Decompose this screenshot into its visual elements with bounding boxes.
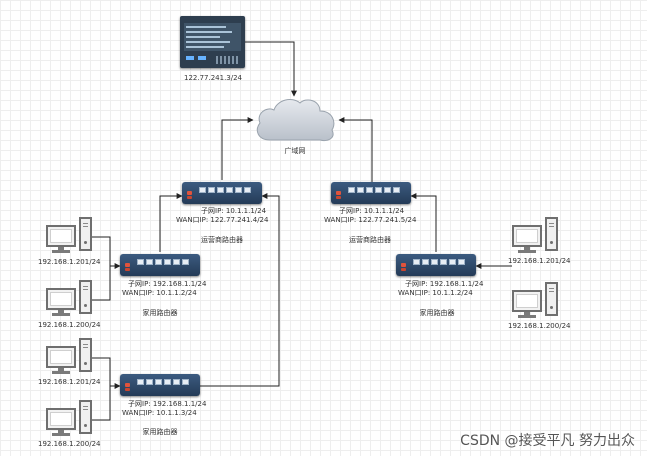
carrier-router-2-wan-ip: WAN口IP: 122.77.241.5/24 <box>324 216 417 224</box>
pc-1-icon <box>46 217 94 255</box>
link-pc2-home1 <box>90 266 111 301</box>
home-router-3-wan-ip: WAN口IP: 10.1.1.2/24 <box>398 289 473 297</box>
pc-1-ip: 192.168.1.201/24 <box>38 258 101 266</box>
pc-6-icon <box>512 282 560 320</box>
link-home1-carrier1 <box>159 193 183 252</box>
link-pc4-home2 <box>90 386 111 421</box>
carrier-router-2-name: 运营商路由器 <box>349 236 391 244</box>
link-carrier1-cloud <box>221 117 254 180</box>
link-pc1-home1 <box>90 236 121 269</box>
home-router-1-subnet-ip: 子网IP: 192.168.1.1/24 <box>128 280 207 288</box>
pc-2-icon <box>46 280 94 318</box>
pc-6-ip: 192.168.1.200/24 <box>508 322 571 330</box>
carrier-router-2-icon <box>331 182 411 204</box>
pc-5-ip: 192.168.1.201/24 <box>508 257 571 265</box>
home-router-1-wan-ip: WAN口IP: 10.1.1.2/24 <box>122 289 197 297</box>
home-router-2-name: 家用路由器 <box>142 428 178 436</box>
server-ip-label: 122.77.241.3/24 <box>183 74 243 82</box>
pc-4-icon <box>46 400 94 438</box>
carrier-router-1-name: 运营商路由器 <box>201 236 243 244</box>
carrier-router-1-icon <box>182 182 262 204</box>
home-router-2-subnet-ip: 子网IP: 192.168.1.1/24 <box>128 400 207 408</box>
cloud-icon <box>256 99 335 141</box>
pc-4-ip: 192.168.1.200/24 <box>38 440 101 448</box>
link-home2-carrier1 <box>200 193 280 387</box>
pc-5-icon <box>512 217 560 255</box>
home-router-3-icon <box>396 254 476 276</box>
carrier-router-1-subnet-ip: 子网IP: 10.1.1.1/24 <box>201 207 267 215</box>
home-router-2-icon <box>120 374 200 396</box>
link-carrier2-cloud <box>338 117 373 182</box>
server-icon <box>180 16 245 68</box>
carrier-router-2-subnet-ip: 子网IP: 10.1.1.1/24 <box>339 207 405 215</box>
link-pc3-home2 <box>90 357 121 389</box>
home-router-1-icon <box>120 254 200 276</box>
home-router-2-wan-ip: WAN口IP: 10.1.1.3/24 <box>122 409 197 417</box>
link-home3-carrier2 <box>410 193 437 252</box>
carrier-router-1-wan-ip: WAN口IP: 122.77.241.4/24 <box>176 216 269 224</box>
pc-3-icon <box>46 338 94 376</box>
pc-3-ip: 192.168.1.201/24 <box>38 378 101 386</box>
home-router-3-name: 家用路由器 <box>419 309 455 317</box>
home-router-3-subnet-ip: 子网IP: 192.168.1.1/24 <box>405 280 484 288</box>
home-router-1-name: 家用路由器 <box>142 309 178 317</box>
link-server-cloud <box>245 41 297 97</box>
wan-label: 广域网 <box>284 147 306 155</box>
pc-2-ip: 192.168.1.200/24 <box>38 321 101 329</box>
watermark: CSDN @接受平凡 努力出众 <box>460 433 635 449</box>
